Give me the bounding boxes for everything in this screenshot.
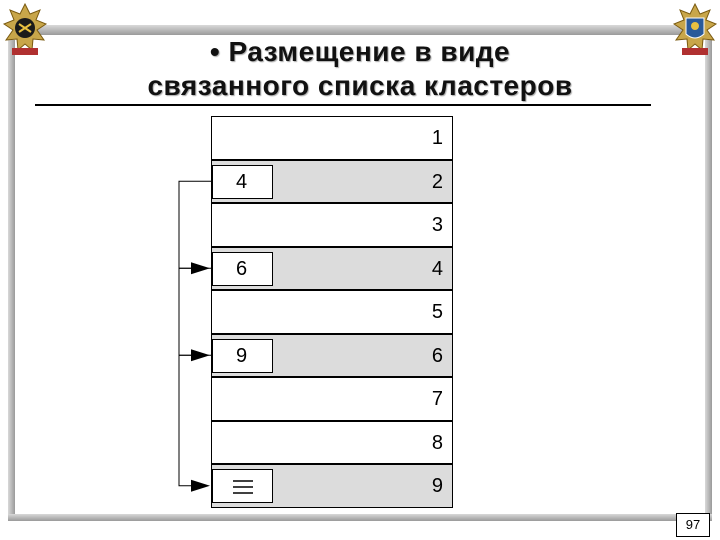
cluster-number: 2 <box>431 170 443 193</box>
emblem-left-icon <box>2 2 48 55</box>
title-line-2: связанного списка кластеров <box>147 70 573 101</box>
cluster-row: 3 <box>211 203 453 247</box>
pointer-value: 4 <box>236 170 248 193</box>
next-cluster-pointer: 4 <box>212 164 273 199</box>
cluster-row: 9 <box>211 464 453 508</box>
emblem-right-icon <box>672 2 718 55</box>
cluster-number: 5 <box>431 301 443 323</box>
slide-frame-right <box>705 40 712 520</box>
cluster-number: 1 <box>431 127 443 149</box>
page-number: 97 <box>676 513 710 537</box>
link-line-1 <box>178 267 211 356</box>
end-of-chain-icon <box>233 480 253 494</box>
slide-frame-left <box>8 40 15 520</box>
cluster-number: 3 <box>431 214 443 236</box>
cluster-number: 7 <box>431 388 443 410</box>
next-cluster-pointer <box>212 469 273 503</box>
link-line-0 <box>178 180 211 269</box>
cluster-number: 9 <box>431 475 443 497</box>
cluster-number: 4 <box>431 257 443 280</box>
next-cluster-pointer: 6 <box>212 251 273 286</box>
cluster-row: 1 <box>211 116 453 160</box>
slide-frame-bottom <box>8 514 712 521</box>
link-arrowhead-2 <box>191 479 210 492</box>
title-line-1: • Размещение в виде <box>209 36 511 67</box>
cluster-row: 8 <box>211 420 453 464</box>
cluster-row: 7 <box>211 377 453 421</box>
slide-title: • Размещение в виде связанного списка кл… <box>60 35 660 103</box>
link-line-2 <box>178 354 211 487</box>
cluster-number: 6 <box>431 344 443 367</box>
cluster-row: 5 <box>211 290 453 334</box>
title-underline <box>35 104 651 106</box>
slide-frame-top <box>34 25 682 35</box>
next-cluster-pointer: 9 <box>212 338 273 373</box>
cluster-number: 8 <box>431 431 443 454</box>
pointer-value: 9 <box>236 344 248 367</box>
pointer-value: 6 <box>236 257 248 280</box>
